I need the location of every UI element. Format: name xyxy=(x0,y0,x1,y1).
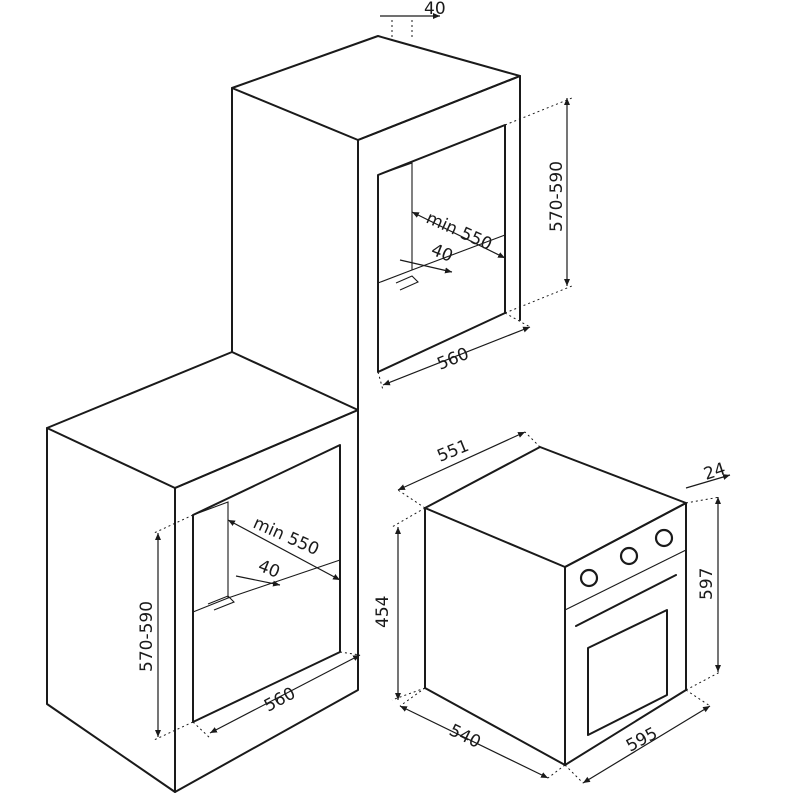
label-lower-height: 570-590 xyxy=(137,601,157,672)
upper-cabinet-front xyxy=(357,75,521,141)
dim-upper-width-ext xyxy=(377,312,531,391)
dim-lower-width-ext xyxy=(192,651,361,739)
oven-window xyxy=(587,609,668,736)
oven-body-side xyxy=(424,507,566,766)
oven-knob-3 xyxy=(654,528,674,548)
dim-oven-595-ext xyxy=(564,689,711,784)
dim-oven-24-line xyxy=(685,474,731,489)
dim-lower-min550-line xyxy=(227,519,341,581)
label-oven-454: 454 xyxy=(373,596,393,628)
dim-lower-inner40-line xyxy=(235,575,281,587)
dimension-labels: 40 570-590 min 550 40 560 min 550 40 570… xyxy=(137,0,728,756)
oven-control-panel xyxy=(564,549,687,611)
label-lower-inner40: 40 xyxy=(255,556,283,583)
label-upper-40: 40 xyxy=(424,0,446,19)
upper-cabinet xyxy=(231,35,521,411)
dim-oven-595-line xyxy=(582,705,711,784)
label-oven-551: 551 xyxy=(434,436,472,467)
oven-knob-1 xyxy=(579,568,599,588)
label-upper-height: 570-590 xyxy=(547,161,567,232)
lower-cabinet-front xyxy=(174,409,359,793)
lower-niche-opening xyxy=(192,444,341,723)
dim-oven-597-ext xyxy=(685,496,721,691)
dim-oven-551-line xyxy=(397,431,526,491)
upper-cabinet-top xyxy=(231,35,521,141)
oven-body-top xyxy=(424,446,687,568)
label-oven-540: 540 xyxy=(446,721,484,753)
dim-lower-width-line xyxy=(209,654,361,734)
dim-upper-height-ext xyxy=(504,97,573,314)
lower-cabinet-top xyxy=(46,351,359,489)
dimension-lines xyxy=(153,13,731,784)
label-upper-width: 560 xyxy=(434,344,472,375)
dim-oven-540-line xyxy=(399,705,549,779)
dim-lower-height-ext xyxy=(153,514,194,741)
label-lower-min550: min 550 xyxy=(250,513,322,560)
dim-upper-width-line xyxy=(382,326,531,386)
label-oven-597: 597 xyxy=(697,568,717,600)
oven-knob-2 xyxy=(619,546,639,566)
dim-upper-40-ext xyxy=(391,20,413,40)
oven-door-handle xyxy=(575,574,677,627)
label-oven-595: 595 xyxy=(623,724,661,757)
dim-oven-454-ext xyxy=(391,507,426,701)
label-lower-width: 560 xyxy=(261,684,299,717)
dim-upper-min550-line xyxy=(411,211,506,259)
label-oven-24: 24 xyxy=(701,459,728,485)
dim-oven-540-ext xyxy=(399,687,566,779)
dim-oven-551-ext xyxy=(397,431,541,509)
lower-cabinet xyxy=(46,351,359,793)
dim-upper-inner40-line xyxy=(399,259,453,274)
oven xyxy=(424,446,687,766)
